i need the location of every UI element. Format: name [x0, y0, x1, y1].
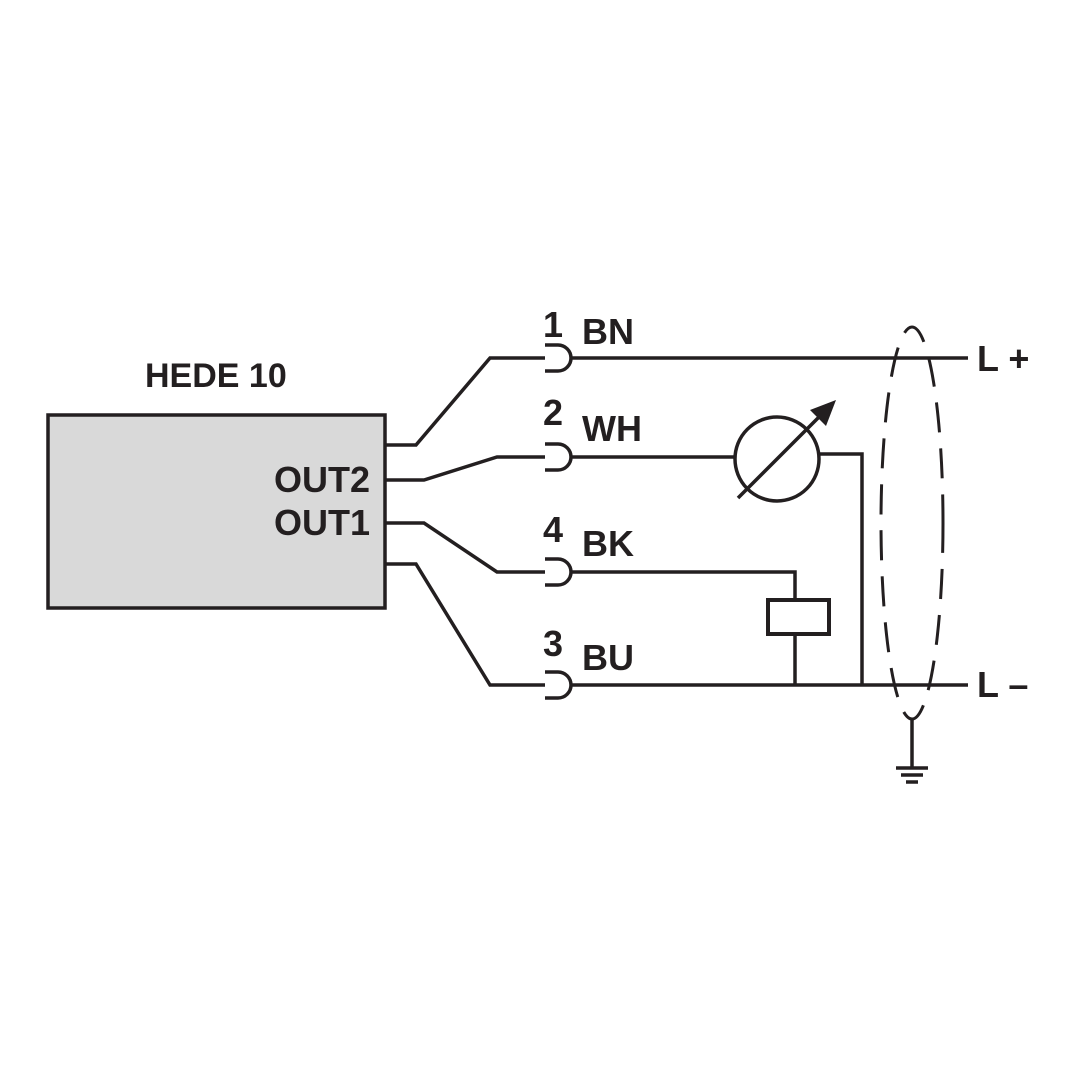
wire-pin2	[385, 455, 545, 482]
pin-color-code: WH	[582, 408, 642, 449]
ground-icon	[896, 720, 928, 784]
out1-label: OUT1	[274, 502, 370, 543]
relay-coil-icon	[766, 598, 831, 636]
pin-color-code: BU	[582, 637, 634, 678]
device-title: HEDE 10	[145, 357, 287, 395]
adjustable-meter-icon	[733, 400, 836, 503]
pin-number: 1	[543, 304, 563, 345]
pin-color-code: BK	[582, 523, 634, 564]
pin-number: 2	[543, 392, 563, 433]
pin-color-code: BN	[582, 311, 634, 352]
supply-negative-label: L –	[977, 664, 1028, 705]
device-box	[46, 413, 387, 610]
socket-pin3	[545, 670, 573, 700]
pin-number: 4	[543, 509, 563, 550]
wire-to-coil	[571, 570, 797, 600]
out2-label: OUT2	[274, 459, 370, 500]
cable-shield-icon	[879, 325, 945, 721]
wire-meter-return	[820, 452, 864, 685]
socket-pin4	[545, 557, 573, 587]
supply-positive-label: L +	[977, 338, 1029, 379]
wire-pin1	[385, 356, 545, 447]
socket-pin1	[545, 343, 573, 373]
wire-pin3	[385, 562, 545, 687]
socket-pin2	[545, 442, 573, 472]
pin-number: 3	[543, 623, 563, 664]
wire-pin4	[385, 521, 545, 574]
